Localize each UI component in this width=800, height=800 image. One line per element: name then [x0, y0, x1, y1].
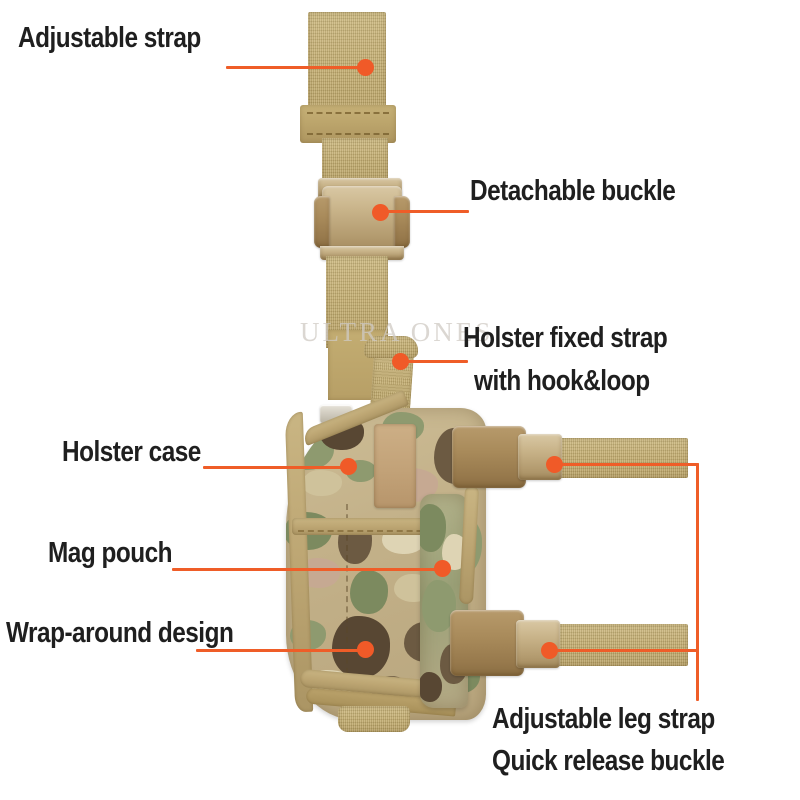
waist-strap-mid [322, 138, 388, 182]
camo-blob [350, 570, 388, 614]
leg-strap-upper-buckle-body [452, 426, 526, 488]
mag-band-stitch [298, 530, 462, 532]
camo-blob [302, 470, 342, 496]
detachable-buckle-body [322, 186, 402, 252]
callout-dot-leg-strap-upper [546, 456, 563, 473]
leader-line-mag-pouch [172, 568, 444, 571]
callout-dot-detachable-buckle [372, 204, 389, 221]
detachable-buckle-wing-left [314, 196, 330, 248]
hook-loop-patch [374, 424, 416, 508]
callout-dot-adjustable-strap [357, 59, 374, 76]
keeper-stitch-top [307, 112, 389, 114]
keeper-stitch-bottom [307, 133, 389, 135]
callout-dot-wrap-around-design [357, 641, 374, 658]
label-holster-fixed-strap-line1: Holster fixed strap [463, 322, 668, 354]
leader-line-detachable-buckle [385, 210, 469, 213]
camo-blob [420, 504, 446, 552]
label-holster-fixed-strap-line2: with hook&loop [474, 365, 650, 397]
callout-dot-holster-fixed-strap [392, 353, 409, 370]
callout-dot-leg-strap-lower [541, 642, 558, 659]
label-mag-pouch: Mag pouch [48, 537, 173, 569]
callout-dot-holster-case [340, 458, 357, 475]
leader-line-adjustable-strap [226, 66, 366, 69]
leg-strap-upper [556, 438, 688, 478]
label-detachable-buckle: Detachable buckle [470, 175, 676, 207]
callout-dot-mag-pouch [434, 560, 451, 577]
label-holster-case: Holster case [62, 436, 201, 468]
camo-blob [420, 672, 442, 702]
leader-line-leg-strap-lower [556, 649, 699, 652]
label-wrap-around-design: Wrap-around design [6, 617, 234, 649]
label-adjustable-leg-strap: Adjustable leg strap [492, 703, 715, 735]
leader-line-holster-case [203, 466, 350, 469]
label-adjustable-strap: Adjustable strap [18, 22, 201, 54]
leader-bracket-vertical [696, 463, 699, 701]
detachable-buckle-wing-right [394, 196, 410, 248]
holster-seam [346, 504, 348, 684]
strap-keeper-loop [300, 105, 396, 143]
label-quick-release-buckle: Quick release buckle [492, 745, 725, 777]
leader-line-wrap-around-design [196, 649, 368, 652]
holster-fixed-strap-loop [364, 336, 418, 358]
leader-line-leg-strap-upper [560, 463, 699, 466]
leg-strap-lower [552, 624, 688, 666]
leg-strap-lower-buckle-body [450, 610, 524, 676]
holster-bottom-tab [338, 706, 410, 732]
leader-line-holster-fixed-strap [406, 360, 468, 363]
